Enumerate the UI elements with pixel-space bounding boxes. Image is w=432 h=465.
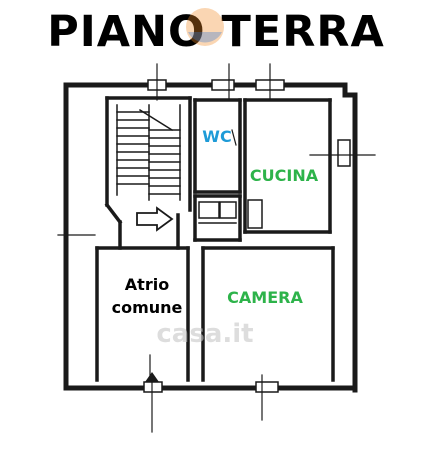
entrance-arrow-icon xyxy=(136,206,174,232)
room-label-cucina: CUCINA xyxy=(250,166,319,185)
staircase xyxy=(116,104,181,201)
axis-ticks xyxy=(57,63,376,433)
casa-logo-icon xyxy=(186,8,224,46)
room-label-camera: CAMERA xyxy=(227,288,303,307)
inner-walls xyxy=(95,96,335,382)
room-label-atrio-line1: Atrio xyxy=(125,275,169,294)
watermark: casa.it xyxy=(156,319,253,349)
room-label-wc: WC xyxy=(202,127,231,146)
room-label-atrio-line2: comune xyxy=(112,298,183,317)
fixtures xyxy=(198,199,263,229)
outer-walls xyxy=(63,82,358,393)
access-arrow-icon xyxy=(145,372,159,382)
page-title: PIANO TERRA xyxy=(47,7,385,57)
